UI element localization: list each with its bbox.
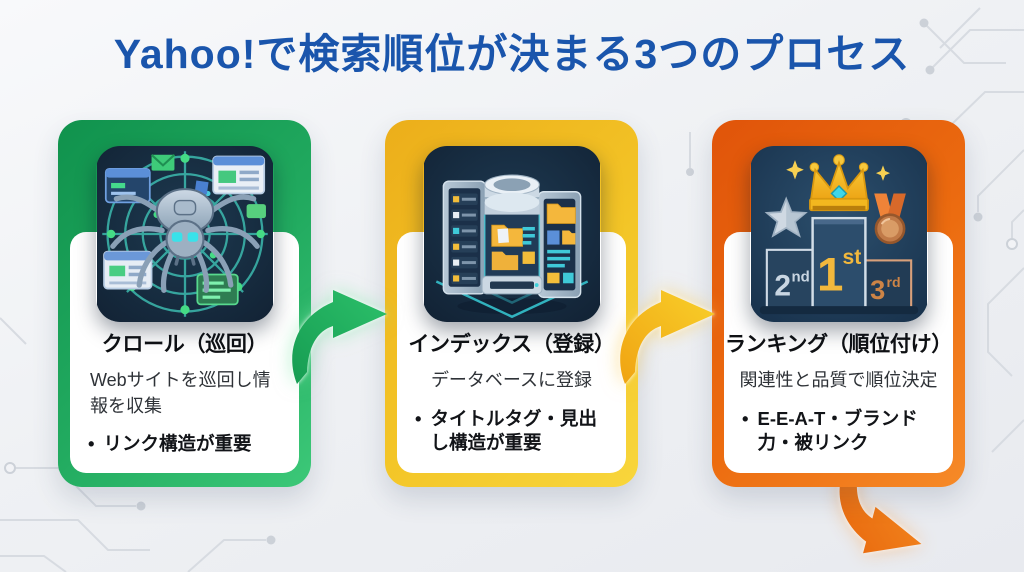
podium-rank-labels: 1 st 2 nd 3 rd (774, 246, 900, 305)
svg-text:rd: rd (886, 274, 900, 290)
sparkle-icon (785, 160, 890, 181)
card-bullet: リンク構造が重要 (88, 432, 285, 456)
ranking-podium-icon: 1 st 2 nd 3 rd (750, 146, 928, 322)
card-bullet-text: E-E-A-T・ブランド力・被リンク (757, 407, 918, 453)
card-bullet: E-E-A-T・ブランド力・被リンク (742, 407, 939, 456)
robot-spider (109, 188, 260, 293)
card-description: Webサイトを巡回し情報を収集 (90, 370, 271, 416)
podium-rank1-label: 1 (816, 248, 842, 301)
podium-rank2-label: 2 (774, 270, 791, 303)
card-title: インデックス（登録） (408, 333, 615, 356)
card-ranking: ランキング（順位付け） 関連性と品質で順位決定 E-E-A-T・ブランド力・被リ… (712, 120, 965, 487)
server-rack-right (537, 191, 581, 299)
card-description: データベースに登録 (430, 370, 593, 390)
card-index-texts: インデックス（登録） データベースに登録 タイトルタグ・見出し構造が重要 (397, 328, 626, 455)
database-servers-icon (423, 146, 601, 322)
page-title: Yahoo!で検索順位が決まる3つのプロセス (113, 31, 911, 77)
medal-icon (873, 193, 906, 245)
podium-blocks (759, 216, 918, 315)
spider-crawler-icon (96, 146, 274, 322)
card-bullet: タイトルタグ・見出し構造が重要 (415, 407, 612, 456)
card-title: クロール（巡回） (101, 333, 268, 356)
card-bullet-text: リンク構造が重要 (103, 433, 252, 455)
server-rack-left (442, 180, 486, 295)
database-cylinder (481, 174, 542, 295)
card-ranking-texts: ランキング（順位付け） 関連性と品質で順位決定 E-E-A-T・ブランド力・被リ… (724, 328, 953, 455)
card-bullet-text: タイトルタグ・見出し構造が重要 (430, 407, 597, 453)
svg-text:st: st (842, 246, 861, 269)
card-title: ランキング（順位付け） (724, 333, 953, 356)
podium-rank3-label: 3 (870, 274, 885, 305)
card-crawl: クロール（巡回） Webサイトを巡回し情報を収集 リンク構造が重要 (58, 120, 311, 487)
card-crawl-texts: クロール（巡回） Webサイトを巡回し情報を収集 リンク構造が重要 (70, 328, 299, 457)
crown-icon (808, 154, 869, 212)
card-index: インデックス（登録） データベースに登録 タイトルタグ・見出し構造が重要 (385, 120, 638, 487)
star-icon (764, 196, 808, 238)
card-description: 関連性と品質で順位決定 (739, 370, 938, 390)
svg-text:nd: nd (791, 269, 809, 286)
